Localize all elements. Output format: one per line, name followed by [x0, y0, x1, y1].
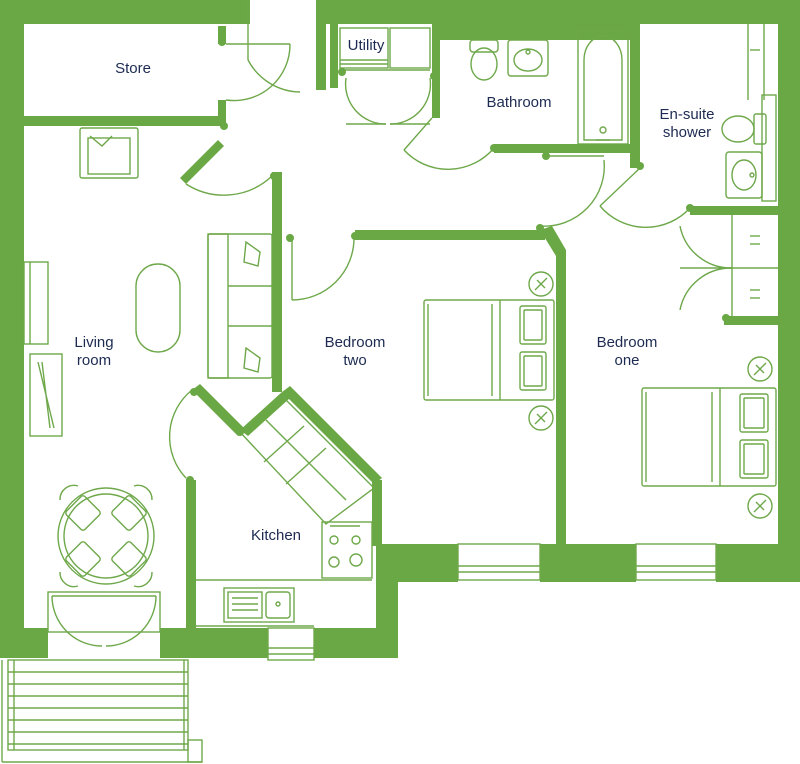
wardrobe-icon	[679, 214, 778, 322]
window-icon	[635, 543, 717, 581]
room-label-living: Living room	[74, 334, 113, 370]
room-label-line: Store	[115, 60, 151, 77]
walls	[0, 0, 800, 658]
room-label-line: Bedroom	[324, 334, 386, 351]
room-label-line: Kitchen	[250, 527, 302, 544]
room-label-line: shower	[662, 124, 712, 141]
room-label-store: Store	[115, 60, 151, 78]
door-swing-icon	[344, 77, 432, 125]
dining-set-icon	[57, 484, 155, 588]
room-label-utility: Utility	[348, 37, 385, 55]
door-swing-icon	[47, 591, 161, 647]
sofa-icon	[207, 233, 273, 379]
room-label-line: one	[614, 352, 640, 369]
window-icon	[267, 627, 315, 661]
room-label-line: Bathroom	[486, 94, 552, 111]
double-bed-icon	[423, 299, 555, 401]
bedside-lamp-icon	[747, 356, 773, 519]
sink-icon	[223, 587, 295, 623]
room-label-line: Utility	[347, 37, 385, 54]
bedside-lamp-icon	[528, 271, 554, 431]
door-swing-icon	[185, 175, 273, 196]
basin-icon	[507, 39, 549, 77]
door-swing-icon	[225, 0, 301, 102]
room-label-ensuite: En-suite shower	[659, 106, 714, 142]
coffee-table-icon	[135, 263, 181, 353]
basin-icon	[725, 151, 763, 199]
armchair-icon	[79, 127, 139, 179]
door-swing-icon	[291, 237, 355, 301]
hob-icon	[328, 525, 363, 568]
room-label-line: Bedroom	[596, 334, 658, 351]
room-label-line: room	[76, 352, 112, 369]
room-label-bedroom-one: Bedroom one	[597, 334, 658, 370]
room-label-line: Living	[74, 334, 114, 351]
room-label-bedroom-two: Bedroom two	[325, 334, 386, 370]
balcony-icon	[1, 659, 203, 763]
door-swing-icon	[599, 167, 691, 229]
washing-machine-icon	[339, 27, 431, 71]
door-swing-icon	[403, 117, 495, 171]
door-swing-icon	[539, 155, 606, 227]
toilet-icon	[721, 113, 767, 145]
window-icon	[457, 543, 541, 581]
room-label-line: two	[343, 352, 367, 369]
bath-icon	[577, 29, 629, 145]
double-bed-icon	[641, 387, 777, 487]
toilet-icon	[469, 39, 499, 81]
room-label-bathroom: Bathroom	[486, 94, 551, 112]
kitchen-units	[196, 395, 376, 627]
tv-unit-icon	[23, 261, 63, 437]
shower-icon	[747, 24, 777, 202]
room-label-kitchen: Kitchen	[251, 527, 301, 545]
door-jambs	[186, 38, 730, 484]
door-swing-icon	[168, 389, 193, 479]
room-label-line: En-suite	[659, 106, 715, 123]
fixtures	[1, 0, 778, 763]
